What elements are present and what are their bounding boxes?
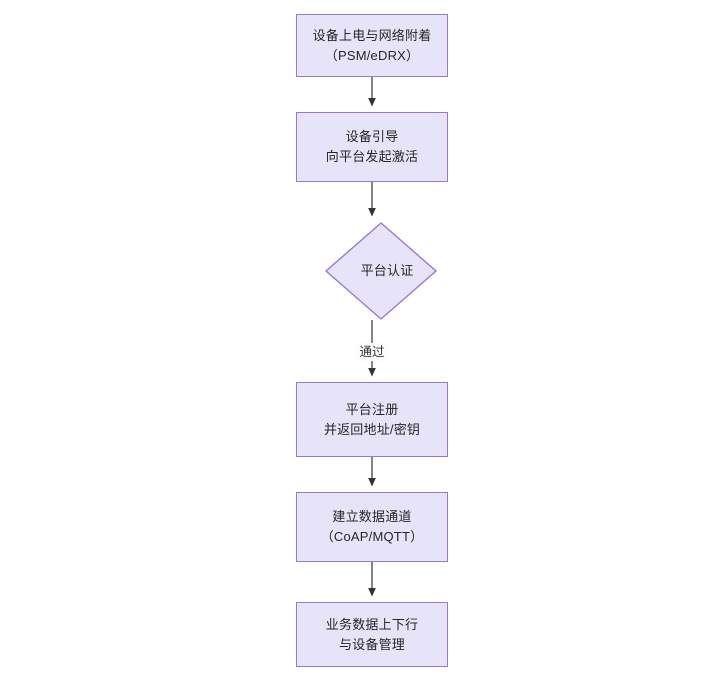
node-platform-auth[interactable]: 平台认证 (324, 222, 438, 320)
node-label: 平台注册 并返回地址/密钥 (323, 401, 421, 437)
node-label: 平台认证 (360, 263, 414, 278)
node-device-power-on[interactable]: 设备上电与网络附着 （PSM/eDRX） (296, 14, 448, 77)
diamond-shape (324, 222, 438, 320)
node-device-bootstrap[interactable]: 设备引导 向平台发起激活 (296, 112, 448, 182)
node-establish-data-channel[interactable]: 建立数据通道 （CoAP/MQTT） (296, 492, 448, 562)
node-business-data-and-device-management[interactable]: 业务数据上下行 与设备管理 (296, 602, 448, 667)
node-label: 业务数据上下行 与设备管理 (325, 616, 419, 652)
node-label: 建立数据通道 （CoAP/MQTT） (320, 509, 424, 544)
node-label: 设备引导 向平台发起激活 (325, 129, 419, 164)
node-platform-register[interactable]: 平台注册 并返回地址/密钥 (296, 382, 448, 457)
node-label: 设备上电与网络附着 （PSM/eDRX） (312, 27, 432, 63)
edge-label-pass: 通过 (356, 343, 388, 361)
